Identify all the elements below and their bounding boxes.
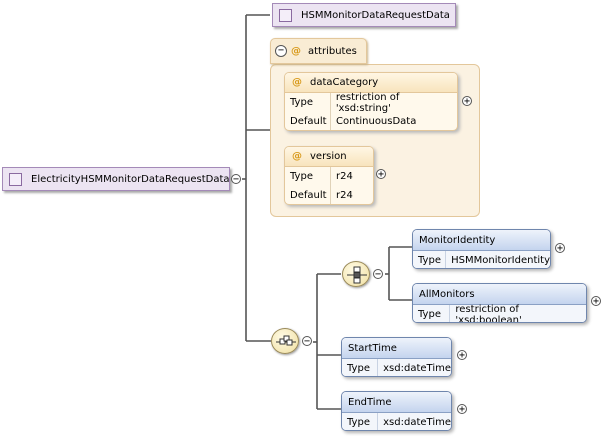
- sequence-collapse-toggle[interactable]: −: [302, 336, 312, 347]
- datacategory-expand-toggle[interactable]: +: [462, 96, 472, 107]
- root-collapse-toggle[interactable]: −: [231, 174, 241, 185]
- attribute-at-icon: @: [292, 151, 302, 162]
- attribute-at-icon: @: [291, 45, 301, 57]
- element-name: MonitorIdentity: [419, 234, 496, 246]
- square-icon: [279, 8, 292, 22]
- type-value: restriction of 'xsd:string': [335, 91, 400, 114]
- element-monitoridentity[interactable]: MonitorIdentity Type HSMMonitorIdentity: [412, 229, 551, 269]
- endtime-expand-toggle[interactable]: +: [457, 404, 467, 415]
- sequence-compositor[interactable]: [271, 328, 299, 354]
- base-type-name: HSMMonitorDataRequestData: [301, 9, 450, 21]
- allmonitors-expand-toggle[interactable]: +: [591, 296, 601, 307]
- type-label: Type: [285, 93, 331, 112]
- type-label: Type: [285, 167, 331, 186]
- attributes-header[interactable]: − @ attributes: [270, 38, 367, 64]
- root-element-name: ElectricityHSMMonitorDataRequestData: [31, 173, 230, 185]
- type-value: xsd:dateTime: [383, 417, 451, 428]
- root-element[interactable]: ElectricityHSMMonitorDataRequestData: [2, 167, 230, 191]
- type-label: Type: [342, 359, 379, 376]
- type-value: restriction of 'xsd:boolean': [455, 303, 522, 323]
- element-starttime[interactable]: StartTime Type xsd:dateTime: [341, 337, 452, 377]
- starttime-expand-toggle[interactable]: +: [457, 350, 467, 361]
- element-endtime[interactable]: EndTime Type xsd:dateTime: [341, 391, 452, 431]
- attributes-collapse-toggle[interactable]: −: [275, 45, 287, 57]
- square-icon: [9, 172, 22, 186]
- attribute-name: dataCategory: [310, 77, 379, 88]
- attribute-version[interactable]: @ version Type r24 Default r24: [284, 146, 374, 205]
- choice-compositor-icon: [347, 266, 367, 284]
- monitoridentity-expand-toggle[interactable]: +: [555, 243, 565, 254]
- attribute-name: version: [310, 151, 347, 162]
- default-value: r24: [336, 190, 353, 201]
- choice-collapse-toggle[interactable]: −: [373, 269, 383, 280]
- element-allmonitors[interactable]: AllMonitors Type restriction of 'xsd:boo…: [412, 283, 587, 323]
- type-value: HSMMonitorIdentity: [451, 255, 550, 266]
- version-expand-toggle[interactable]: +: [376, 169, 386, 180]
- type-value: r24: [336, 171, 353, 182]
- attribute-at-icon: @: [292, 77, 302, 88]
- default-label: Default: [285, 186, 331, 204]
- type-label: Type: [413, 251, 447, 268]
- element-name: StartTime: [348, 342, 397, 354]
- type-label: Type: [342, 413, 379, 430]
- element-name: EndTime: [348, 396, 392, 408]
- attributes-label: attributes: [308, 45, 357, 57]
- type-label: Type: [413, 305, 451, 322]
- attribute-datacategory[interactable]: @ dataCategory Type restriction of 'xsd:…: [284, 72, 458, 131]
- element-name: AllMonitors: [419, 288, 475, 300]
- sequence-compositor-icon: [276, 335, 296, 346]
- type-value: xsd:dateTime: [383, 363, 451, 374]
- base-type[interactable]: HSMMonitorDataRequestData: [272, 3, 456, 27]
- default-label: Default: [285, 112, 331, 130]
- default-value: ContinuousData: [336, 116, 417, 127]
- choice-compositor[interactable]: [342, 261, 370, 287]
